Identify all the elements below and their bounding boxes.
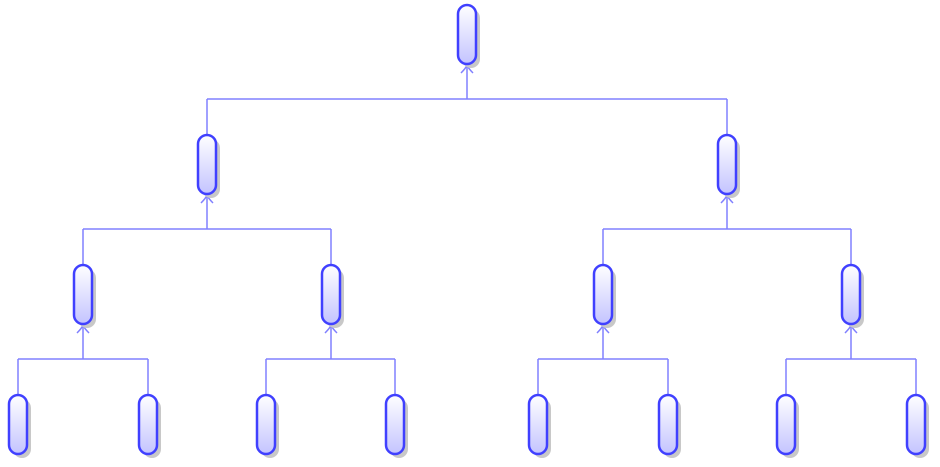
edge-group bbox=[206, 62, 728, 134]
node-pill bbox=[384, 393, 406, 456]
tree-node bbox=[716, 133, 740, 198]
edges bbox=[17, 62, 917, 394]
node-pill bbox=[196, 133, 218, 196]
tree-node bbox=[7, 393, 31, 458]
edge-group bbox=[82, 192, 332, 264]
nodes bbox=[7, 3, 929, 458]
tree-node bbox=[775, 393, 799, 458]
edge-group bbox=[17, 322, 149, 394]
tree-node bbox=[72, 263, 96, 328]
tree-node bbox=[657, 393, 681, 458]
tree-node bbox=[384, 393, 408, 458]
node-pill bbox=[775, 393, 797, 456]
tree-node bbox=[320, 263, 344, 328]
tree-node bbox=[196, 133, 220, 198]
edge-group bbox=[785, 322, 917, 394]
node-pill bbox=[592, 263, 614, 326]
node-pill bbox=[840, 263, 862, 326]
tree-node bbox=[840, 263, 864, 328]
tree-node bbox=[137, 393, 161, 458]
node-pill bbox=[527, 393, 549, 456]
tree-node bbox=[456, 3, 480, 68]
tree-node bbox=[527, 393, 551, 458]
node-pill bbox=[716, 133, 738, 196]
edge-group bbox=[537, 322, 669, 394]
node-pill bbox=[456, 3, 478, 66]
node-pill bbox=[255, 393, 277, 456]
edge-group bbox=[602, 192, 852, 264]
node-pill bbox=[905, 393, 927, 456]
edge-group bbox=[265, 322, 396, 394]
node-pill bbox=[657, 393, 679, 456]
node-pill bbox=[72, 263, 94, 326]
node-pill bbox=[137, 393, 159, 456]
tree-node bbox=[905, 393, 929, 458]
node-pill bbox=[7, 393, 29, 456]
node-pill bbox=[320, 263, 342, 326]
tree-node bbox=[592, 263, 616, 328]
tree-node bbox=[255, 393, 279, 458]
